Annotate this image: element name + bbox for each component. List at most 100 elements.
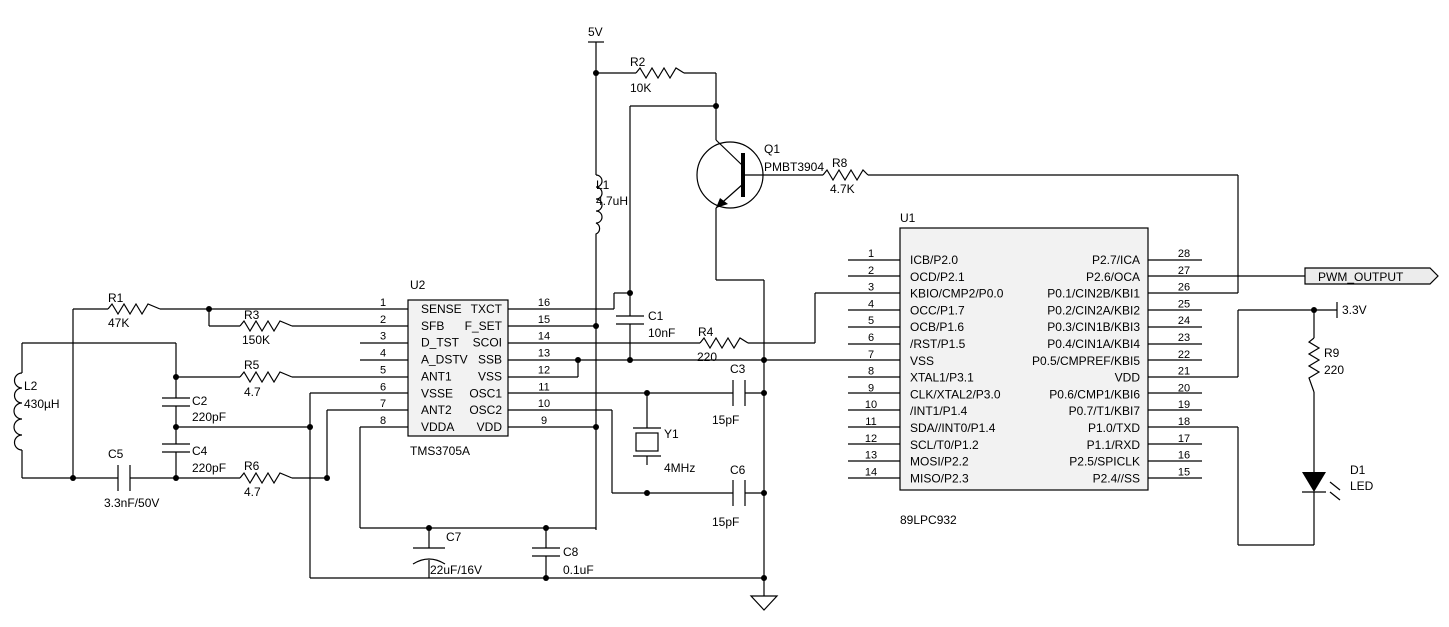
- u2-pins-left-pin-num: 7: [380, 398, 386, 410]
- u2-pins-left-pin-num: 5: [380, 364, 386, 376]
- u1-pins-left-pin-num: 12: [865, 433, 877, 445]
- svg-text:TMS3705A: TMS3705A: [410, 444, 470, 458]
- u2-pins-left-pin-signal: A_DSTV: [421, 353, 468, 367]
- u1-pins-right-pin-num: 25: [1178, 298, 1190, 310]
- u1-pins-left-pin-num: 14: [865, 466, 877, 478]
- u1-pins-right-pin-num: 17: [1178, 433, 1190, 445]
- u1-pins-right-pin-signal: P0.7/T1/KBI7: [1069, 404, 1141, 418]
- u1-pins-right-pin-num: 24: [1178, 315, 1190, 327]
- u1-pins-left-pin-num: 10: [865, 399, 877, 411]
- u1-pins-right-pin-signal: P0.5/CMPREF/KBI5: [1032, 354, 1140, 368]
- u1-pins-right-pin-num: 23: [1178, 332, 1190, 344]
- capacitor-c2: C2 220pF: [162, 394, 226, 424]
- u1-pins-right-pin-signal: P0.3/CIN1B/KBI3: [1047, 320, 1140, 334]
- u1-pins-left-pin-signal: OCD/P2.1: [910, 270, 965, 284]
- svg-text:15pF: 15pF: [712, 413, 739, 427]
- u2-pins-right-pin-signal: VDD: [477, 420, 503, 434]
- svg-text:L2: L2: [24, 379, 38, 393]
- svg-text:C2: C2: [192, 394, 208, 408]
- u1-pins-left-pin-signal: OCC/P1.7: [910, 303, 965, 317]
- svg-text:R4: R4: [698, 325, 714, 339]
- u1-pins-right-pin-signal: P0.4/CIN1A/KBI4: [1047, 337, 1140, 351]
- svg-text:150K: 150K: [242, 333, 270, 347]
- capacitor-c1: C1 10nF: [616, 308, 675, 340]
- u1-pins-right-pin-signal: P1.1/RXD: [1087, 438, 1141, 452]
- svg-text:C3: C3: [730, 362, 746, 376]
- svg-text:U2: U2: [410, 278, 426, 292]
- svg-text:15pF: 15pF: [712, 515, 739, 529]
- svg-text:PWM_OUTPUT: PWM_OUTPUT: [1318, 270, 1404, 284]
- crystal-y1: Y1 4MHz: [633, 427, 695, 475]
- ic-u2: U2 TMS3705A: [407, 278, 509, 458]
- capacitor-c5: C5 3.3nF/50V: [104, 447, 159, 510]
- u1-pins-left-pin-signal: /RST/P1.5: [910, 337, 966, 351]
- junctions: [70, 70, 1317, 581]
- svg-text:3.3nF/50V: 3.3nF/50V: [104, 496, 159, 510]
- svg-text:89LPC932: 89LPC932: [900, 513, 957, 527]
- u2-pins-left-pin-num: 6: [380, 381, 386, 393]
- u1-pins-right-pin-signal: P2.5/SPICLK: [1069, 455, 1140, 469]
- resistor-r9: R9 220: [1307, 337, 1344, 393]
- u1-pins-right-pin-signal: P2.7/ICA: [1092, 253, 1140, 267]
- u1-pins-left-pin-num: 11: [865, 416, 876, 428]
- resistor-r6: R6 4.7: [239, 459, 293, 499]
- svg-text:220: 220: [1324, 363, 1344, 377]
- u1-pins-right-pin-num: 18: [1178, 416, 1190, 428]
- u1-pins-left-pin-signal: XTAL1/P3.1: [910, 371, 974, 385]
- u2-pins-right-pin-signal: SSB: [478, 353, 502, 367]
- u1-pins-left-pin-num: 8: [868, 366, 874, 378]
- resistor-r2: R2 10K: [630, 55, 685, 95]
- capacitor-c8: C8 0.1uF: [532, 545, 594, 577]
- u1-pins-right-pin-signal: P0.1/CIN2B/KBI1: [1047, 287, 1140, 301]
- svg-text:22uF/16V: 22uF/16V: [430, 563, 482, 577]
- u1-pins-right-pin-signal: VDD: [1115, 371, 1141, 385]
- u2-pins-left-pin-num: 8: [380, 415, 386, 427]
- u1-pins-left-pin-num: 9: [868, 382, 874, 394]
- wires: [21, 42, 1337, 596]
- u1-pins-left-pin-num: 5: [868, 315, 874, 327]
- svg-text:3.3V: 3.3V: [1342, 303, 1367, 317]
- svg-text:C7: C7: [446, 530, 462, 544]
- resistor-r1: R1 47K: [107, 291, 161, 330]
- u1-pins-right-pin-num: 20: [1178, 382, 1190, 394]
- u1-pins-left-pin-signal: MOSI/P2.2: [910, 455, 969, 469]
- svg-text:R3: R3: [244, 308, 260, 322]
- u2-pins-right-pin-num: 15: [538, 314, 550, 326]
- u1-pins-left-pin-num: 6: [868, 332, 874, 344]
- svg-text:Q1: Q1: [764, 142, 780, 156]
- u2-pins-right-pin-signal: SCOI: [473, 336, 502, 350]
- u1-pins-right-pin-signal: P1.0/TXD: [1088, 421, 1140, 435]
- svg-text:220pF: 220pF: [192, 410, 226, 424]
- svg-text:10K: 10K: [630, 81, 651, 95]
- power-3v3-symbol: 3.3V: [1336, 302, 1367, 318]
- u2-pins-right-pin-num: 9: [541, 415, 547, 427]
- svg-text:4.7: 4.7: [244, 485, 261, 499]
- capacitor-c3: C3 15pF: [712, 362, 746, 427]
- svg-text:220pF: 220pF: [192, 461, 226, 475]
- u1-pins-left-pin-signal: /INT1/P1.4: [910, 404, 968, 418]
- svg-text:4.7uH: 4.7uH: [596, 194, 628, 208]
- u1-pins-left-pin-signal: ICB/P2.0: [910, 253, 958, 267]
- svg-text:U1: U1: [900, 211, 916, 225]
- resistor-r8: R8 4.7K: [822, 156, 869, 196]
- u1-pins-left-pin-num: 13: [865, 450, 877, 462]
- svg-text:220: 220: [697, 350, 717, 364]
- u1-pins-right-pin-num: 15: [1178, 466, 1190, 478]
- u1-pins-left-pin-signal: SCL/T0/P1.2: [910, 438, 979, 452]
- u1-pins-left-pin-num: 1: [868, 248, 874, 260]
- svg-text:C6: C6: [730, 463, 746, 477]
- u1-pins-right-pin-num: 19: [1178, 399, 1190, 411]
- u1-pins-right-pin-signal: P2.4//SS: [1093, 471, 1140, 485]
- u1-pins-right-pin-num: 16: [1178, 450, 1190, 462]
- u2-pins-right-pin-num: 10: [538, 398, 550, 410]
- u2-pins-left-pin-signal: VDDA: [421, 420, 454, 434]
- u2-pins-right-pin-signal: OSC2: [469, 403, 502, 417]
- transistor-q1: Q1 PMBT3904: [696, 139, 824, 209]
- u2-pins-left-pin-signal: D_TST: [421, 336, 460, 350]
- u1-pins-right-pin-signal: P0.2/CIN2A/KBI2: [1047, 303, 1140, 317]
- svg-text:5V: 5V: [588, 25, 603, 39]
- resistor-r3: R3 150K: [239, 308, 293, 347]
- svg-text:C8: C8: [563, 545, 579, 559]
- u2-pins-left-pin-signal: ANT2: [421, 403, 452, 417]
